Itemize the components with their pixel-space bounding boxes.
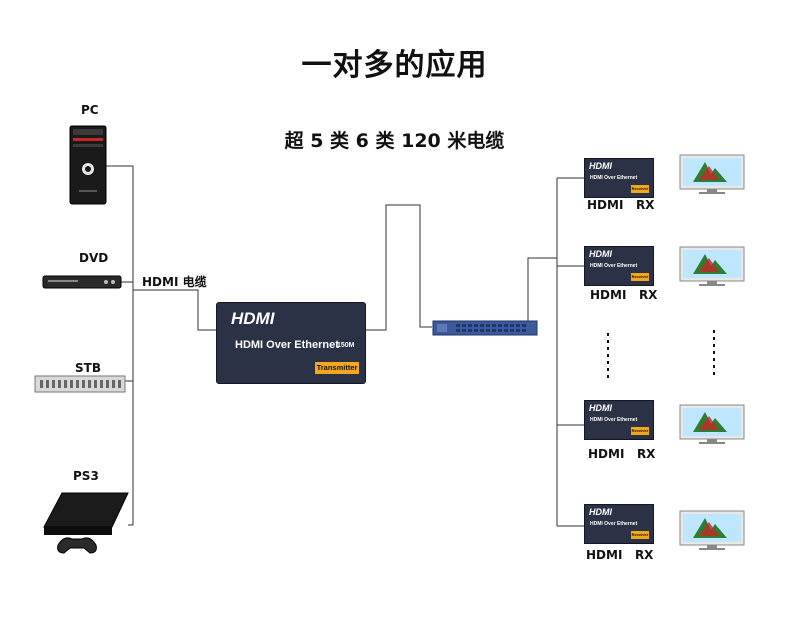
hdmi-receiver-2: HDMI HDMI Over Ethernet Receiver	[584, 246, 654, 286]
game-console-icon	[43, 492, 129, 554]
receiver-product-name: HDMI Over Ethernet	[590, 263, 638, 269]
receiver-product-name: HDMI Over Ethernet	[590, 521, 638, 527]
source-label-stb: STB	[75, 361, 101, 375]
receiver-product-name: HDMI Over Ethernet	[590, 417, 638, 423]
receiver-badge: Receiver	[631, 273, 649, 281]
tv-monitor-icon	[679, 404, 745, 444]
receiver-label-4: HDMI RX	[586, 548, 654, 562]
page-title: 一对多的应用	[301, 48, 488, 83]
receiver-badge: Receiver	[631, 531, 649, 539]
cable-subtitle: 超 5 类 6 类 120 米电缆	[284, 130, 505, 152]
dvd-player-icon	[42, 275, 122, 289]
receiver-badge: Receiver	[631, 185, 649, 193]
hdmi-cable-label: HDMI 电缆	[142, 275, 207, 289]
transmitter-badge: Transmitter	[315, 362, 359, 374]
transmitter-product-name: HDMI Over Ethernet	[235, 339, 339, 351]
receiver-product-name: HDMI Over Ethernet	[590, 175, 638, 181]
pc-tower-icon	[69, 125, 107, 205]
receiver-logo: HDMI	[589, 507, 612, 517]
hdmi-receiver-4: HDMI HDMI Over Ethernet Receiver	[584, 504, 654, 544]
hdmi-transmitter: HDMI HDMI Over Ethernet 150M Transmitter	[216, 302, 366, 384]
tv-monitor-icon	[679, 246, 745, 286]
source-bus-wire	[106, 165, 134, 526]
hdmi-receiver-3: HDMI HDMI Over Ethernet Receiver	[584, 400, 654, 440]
receiver-label-2: HDMI RX	[590, 288, 658, 302]
receiver-logo: HDMI	[589, 403, 612, 413]
source-label-dvd: DVD	[79, 251, 109, 265]
hdmi-receiver-1: HDMI HDMI Over Ethernet Receiver	[584, 158, 654, 198]
transmitter-logo: HDMI	[231, 309, 275, 328]
transmitter-to-switch-wire	[366, 204, 432, 331]
source-label-pc: PC	[81, 103, 99, 117]
tv-monitor-icon	[679, 510, 745, 550]
receiver-logo: HDMI	[589, 161, 612, 171]
transmitter-speed: 150M	[337, 342, 355, 349]
set-top-box-icon	[34, 375, 126, 393]
bus-to-transmitter-wire	[133, 289, 216, 331]
receiver-logo: HDMI	[589, 249, 612, 259]
network-switch-icon	[432, 320, 538, 336]
tv-monitor-icon	[679, 154, 745, 194]
receiver-badge: Receiver	[631, 427, 649, 435]
receiver-label-1: HDMI RX	[587, 198, 655, 212]
receiver-label-3: HDMI RX	[588, 447, 656, 461]
source-label-ps3: PS3	[73, 469, 99, 483]
